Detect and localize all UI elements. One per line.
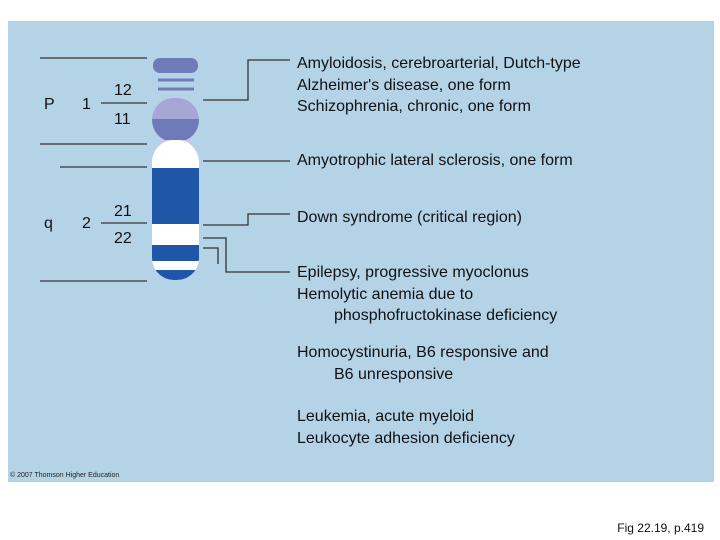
- q-region-label: 2: [82, 215, 91, 232]
- figure-reference: Fig 22.19, p.419: [617, 521, 704, 535]
- annotation-epilepsy-group: Epilepsy, progressive myoclonus Hemolyti…: [297, 262, 557, 327]
- annotation-line: Leukemia, acute myeloid: [297, 408, 474, 425]
- annotation-line: Down syndrome (critical region): [297, 209, 522, 226]
- annotation-leukemia-group: Leukemia, acute myeloid Leukocyte adhesi…: [297, 406, 515, 449]
- annotation-line: B6 unresponsive: [334, 365, 454, 383]
- q-arm-band-pale: [160, 149, 191, 157]
- right-leader-lines: [203, 59, 290, 273]
- diagram-panel: [8, 21, 714, 482]
- band-label-12: 12: [114, 82, 132, 99]
- chromosome-21: [152, 58, 199, 280]
- annotation-line: phosphofructokinase deficiency: [334, 307, 558, 324]
- annotation-line: Leukocyte adhesion deficiency: [297, 429, 515, 447]
- annotation-line: Amyloidosis, cerebroarterial, Dutch-type: [297, 55, 581, 72]
- p-arm-band-12: [152, 98, 199, 120]
- annotation-homocystinuria: Homocystinuria, B6 responsive and B6 unr…: [297, 342, 549, 385]
- p-arm-label: P: [44, 96, 55, 113]
- band-label-22: 22: [114, 230, 132, 247]
- left-guide-lines: [40, 57, 147, 282]
- p-arm-band-11: [152, 119, 199, 142]
- copyright-notice: © 2007 Thomson Higher Education: [10, 472, 120, 479]
- satellite-band: [153, 58, 198, 73]
- q-arm-band-22-dark: [152, 245, 199, 261]
- q-arm-tip-band: [152, 270, 199, 280]
- annotation-line: Schizophrenia, chronic, one form: [297, 98, 531, 115]
- annotation-line: Homocystinuria, B6 responsive and: [297, 344, 549, 361]
- band-label-21: 21: [114, 203, 132, 220]
- annotation-amyloidosis-group: Amyloidosis, cerebroarterial, Dutch-type…: [297, 53, 581, 118]
- p-region-label: 1: [82, 96, 91, 113]
- annotation-line: Amyotrophic lateral sclerosis, one form: [297, 152, 573, 169]
- annotation-line: Hemolytic anemia due to: [297, 285, 474, 303]
- q-arm-band-21-dark: [152, 168, 199, 224]
- band-label-11: 11: [114, 111, 131, 128]
- annotation-line: Epilepsy, progressive myoclonus: [297, 264, 529, 281]
- annotation-line: Alzheimer's disease, one form: [297, 76, 511, 94]
- annotation-down-syndrome: Down syndrome (critical region): [297, 207, 522, 229]
- q-arm-label: q: [44, 215, 53, 232]
- annotation-als: Amyotrophic lateral sclerosis, one form: [297, 150, 573, 172]
